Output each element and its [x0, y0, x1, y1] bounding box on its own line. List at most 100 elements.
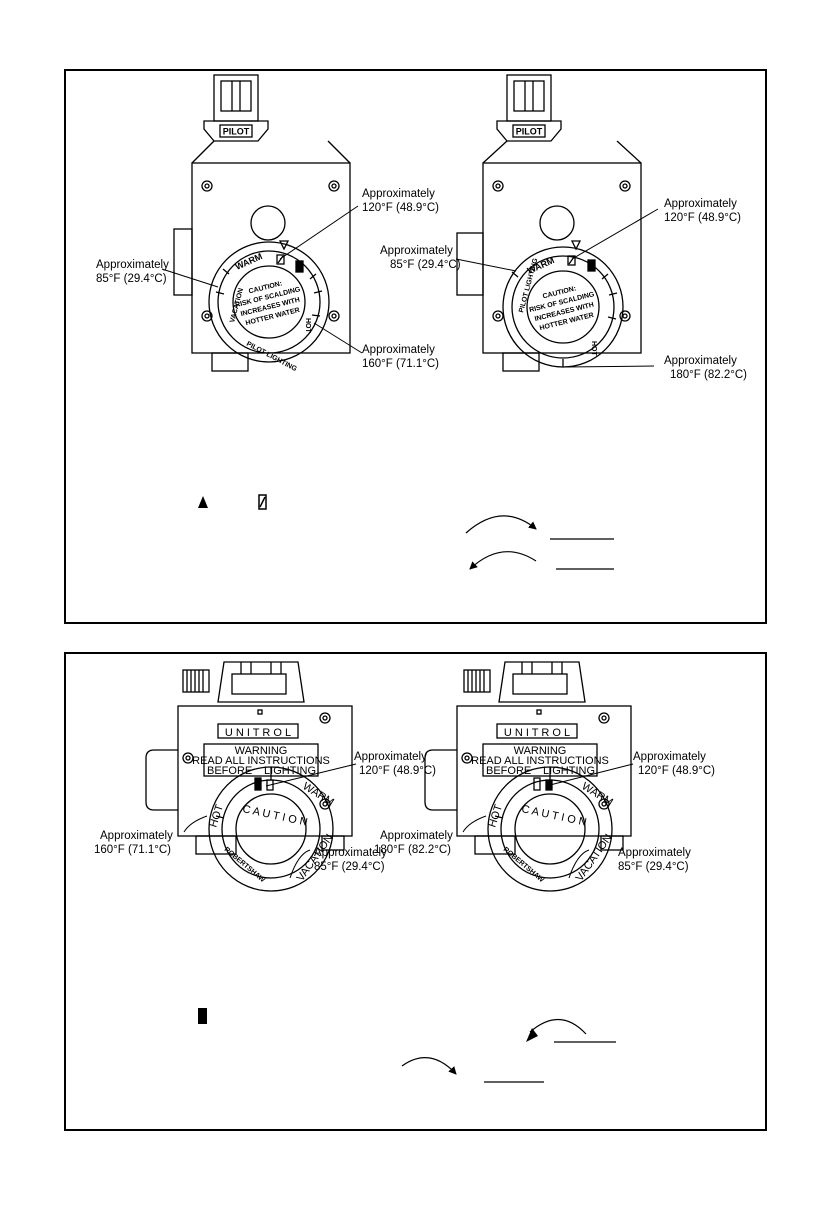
pilot-label: PILOT [223, 127, 250, 137]
hatched-mark-icon [258, 494, 267, 510]
warm-mark [266, 779, 274, 791]
callout-160-label: Approximately [100, 830, 173, 842]
hot-label: HOT [304, 318, 311, 334]
callout-120-label: Approximately [664, 198, 737, 210]
unitrol-brand: U N I T R O L [504, 727, 570, 739]
warning-before: BEFORE [486, 765, 531, 777]
triangle-mark-icon [570, 240, 582, 251]
solid-mark-icon [198, 1008, 207, 1024]
arrow-counterclockwise-icon [529, 1018, 587, 1035]
hatched-mark-icon [276, 254, 285, 265]
leader-line [455, 258, 517, 272]
vacation-label: VACATION [574, 832, 615, 884]
warm-label: WARM [234, 251, 264, 272]
hatched-mark-icon [567, 255, 576, 266]
leader-line [545, 763, 634, 787]
screw-icon [328, 180, 340, 192]
leader-line [462, 815, 487, 833]
screw-icon [492, 310, 504, 322]
pilot-lighting-label: PILOT LIGHTING [245, 341, 298, 374]
screw-icon [201, 310, 213, 322]
warning-plate [203, 743, 319, 777]
unitrol-brand: U N I T R O L [225, 727, 291, 739]
callout-85-label: Approximately [380, 245, 453, 257]
callout-160-value: 160°F (71.1°C) [94, 844, 171, 856]
warning-lighting: LIGHTING [543, 765, 595, 777]
warning-before: BEFORE [207, 765, 252, 777]
callout-120-value: 120°F (48.9°C) [362, 202, 439, 214]
right-gas-valve: PILOT [456, 74, 642, 372]
callout-180-value: 180°F (82.2°C) [670, 369, 747, 381]
left-gas-valve: PILOT [173, 74, 351, 372]
hot-mark [533, 777, 541, 791]
screw-icon [598, 712, 610, 724]
brand-plate [496, 723, 578, 739]
leader-line [289, 849, 311, 879]
callout-160-label: Approximately [362, 344, 435, 356]
callout-180-label: Approximately [380, 830, 453, 842]
callout-85-value: 85°F (29.4°C) [618, 861, 689, 873]
callout-120-value: 120°F (48.9°C) [638, 765, 715, 777]
leader-line [568, 849, 590, 879]
knob [182, 669, 210, 693]
unitrol-diagram: U N I T R O L WARNING READ ALL INSTRUCTI… [94, 661, 715, 1083]
pilot-button [539, 205, 575, 241]
triangle-mark-icon [278, 240, 290, 251]
arrow-clockwise-icon [401, 1057, 457, 1075]
callout-180-value: 180°F (82.2°C) [374, 844, 451, 856]
callout-85-label: Approximately [618, 847, 691, 859]
leader-line [183, 815, 208, 833]
brand-plate [217, 723, 299, 739]
leader-line [313, 322, 363, 354]
screw-icon [182, 752, 194, 764]
screw-icon [619, 180, 631, 192]
callout-85-value: 85°F (29.4°C) [96, 273, 167, 285]
screw-icon [201, 180, 213, 192]
caution-text: CAUTION: RISK OF SCALDING INCREASES WITH… [235, 280, 302, 327]
pilot-label: PILOT [516, 127, 543, 137]
leader-line [564, 365, 655, 368]
hot-label: HOT [590, 341, 597, 357]
valve-body [456, 705, 632, 837]
screw-icon [319, 712, 331, 724]
callout-120-label: Approximately [633, 751, 706, 763]
arrow-counterclockwise-icon [469, 551, 537, 570]
caution-text: CAUTION: RISK OF SCALDING INCREASES WITH… [529, 285, 596, 332]
left-unitrol-valve [145, 661, 353, 892]
valve-body [177, 705, 353, 837]
warning-title: WARNING [514, 745, 567, 757]
gas-control-diagram-panel: PILOT WARM VACATION PILOT LIGHTIN [64, 69, 767, 624]
callout-120-value: 120°F (48.9°C) [359, 765, 436, 777]
callout-85-value: 85°F (29.4°C) [314, 861, 385, 873]
leader-line [265, 763, 357, 787]
temperature-dial [208, 241, 330, 363]
pilot-head [498, 661, 586, 703]
pilot-head [217, 661, 305, 703]
callout-180-label: Approximately [664, 355, 737, 367]
hot-mark [295, 260, 304, 273]
valve-body [191, 162, 351, 354]
callout-120-value: 120°F (48.9°C) [664, 212, 741, 224]
gas-control-diagram: PILOT WARM VACATION PILOT LIGHTIN [96, 74, 747, 570]
warning-plate [482, 743, 598, 777]
screw-icon [461, 752, 473, 764]
leader-line [279, 205, 359, 260]
warning-title: WARNING [235, 745, 288, 757]
unitrol-diagram-panel: U N I T R O L WARNING READ ALL INSTRUCTI… [64, 652, 767, 1131]
warning-lighting: LIGHTING [264, 765, 316, 777]
screw-icon [328, 310, 340, 322]
callout-85-label: Approximately [314, 847, 387, 859]
warning-line: READ ALL INSTRUCTIONS [471, 755, 609, 767]
hot-mark [587, 259, 596, 272]
screw-icon [619, 310, 631, 322]
leader-line [161, 268, 219, 288]
right-unitrol-valve [424, 661, 632, 892]
leader-line [571, 208, 659, 260]
callout-120-label: Approximately [354, 751, 427, 763]
callout-85-label: Approximately [96, 259, 169, 271]
callout-160-value: 160°F (71.1°C) [362, 358, 439, 370]
callout-120-label: Approximately [362, 188, 435, 200]
arrow-clockwise-icon [465, 515, 537, 534]
warning-line: READ ALL INSTRUCTIONS [192, 755, 330, 767]
knob [463, 669, 491, 693]
